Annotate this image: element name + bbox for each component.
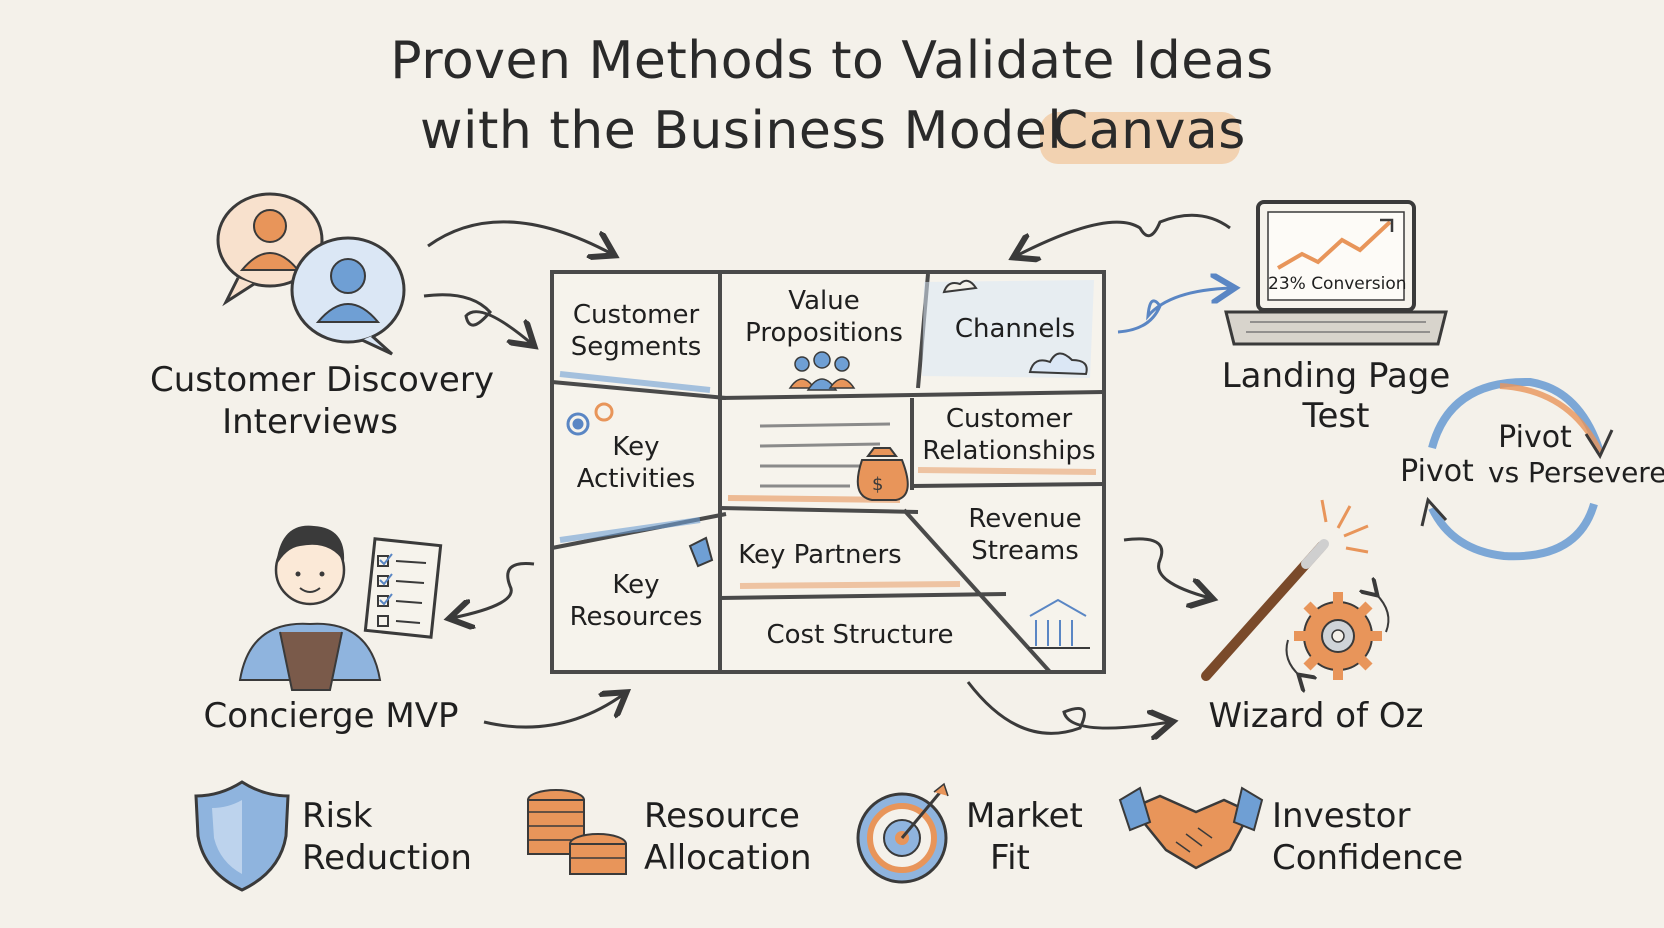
title-line-1: Proven Methods to Validate Ideas xyxy=(390,31,1274,91)
benefit-investor-line-2: Confidence xyxy=(1272,838,1464,878)
interview-bubbles-icon xyxy=(216,192,406,356)
canvas-customer-segments-line-1: Customer xyxy=(572,300,700,330)
canvas-revenue-streams-line-2: Streams xyxy=(971,536,1079,566)
canvas-key-partners: Key Partners xyxy=(738,540,902,570)
concierge-mvp-label: Concierge MVP xyxy=(203,696,459,736)
pivot-cycle-top-arrow xyxy=(1428,377,1604,454)
customer-discovery-label-line-1: Customer Discovery xyxy=(150,360,494,400)
magic-wand-icon xyxy=(1201,499,1369,681)
canvas-channels: Channels xyxy=(954,314,1076,344)
canvas-revenue-streams-line-1: Revenue xyxy=(968,504,1082,534)
canvas-customer-relationships-line-2: Relationships xyxy=(922,436,1096,466)
canvas-key-activities-line-2: Activities xyxy=(576,464,696,494)
pivot-vs-persevere-label: vs Persevere xyxy=(1488,456,1664,489)
pivot-cycle-bottom-arrow xyxy=(1428,502,1598,561)
canvas-key-resources-line-2: Resources xyxy=(569,602,703,632)
concierge-person-icon xyxy=(238,525,382,691)
handshake-icon xyxy=(1118,786,1264,870)
canvas-customer-segments-line-2: Segments xyxy=(570,332,702,362)
building-icon xyxy=(1028,598,1090,649)
canvas-value-propositions-line-2: Propositions xyxy=(745,318,903,348)
benefit-resource-line-2: Allocation xyxy=(644,838,812,878)
benefit-investor-line-1: Investor xyxy=(1272,796,1411,836)
customer-discovery-label-line-2: Interviews xyxy=(222,402,398,442)
canvas-value-propositions-line-1: Value xyxy=(788,286,860,316)
landing-page-conversion-text: 23% Conversion xyxy=(1268,274,1407,294)
benefit-market-line-2: Fit xyxy=(990,838,1030,878)
canvas-customer-relationships-line-1: Customer xyxy=(945,404,1073,434)
arrow-canvas-to-wizard xyxy=(1123,537,1210,598)
arrow-canvas-to-landing xyxy=(1117,288,1232,334)
cloud-small-icon xyxy=(942,279,978,294)
people-group-icon xyxy=(788,351,856,391)
arrow-discovery-to-canvas-top xyxy=(427,220,612,254)
canvas-key-resources-line-1: Key xyxy=(612,570,660,600)
pivot-label-top: Pivot xyxy=(1498,420,1572,455)
arrow-discovery-to-canvas-left xyxy=(423,293,532,344)
landing-page-label-line-2: Test xyxy=(1302,396,1370,436)
arrow-landing-to-canvas-top xyxy=(1016,213,1231,256)
pivot-label-left: Pivot xyxy=(1400,454,1474,489)
shield-icon xyxy=(194,780,290,892)
gears-icon xyxy=(566,402,614,436)
benefit-risk-line-2: Reduction xyxy=(302,838,472,878)
money-bag-icon: $ xyxy=(856,447,909,501)
arrow-concierge-to-canvas xyxy=(483,694,624,729)
benefit-risk-line-1: Risk xyxy=(302,796,373,836)
document-sketch-icon xyxy=(759,422,891,488)
canvas-key-activities-line-1: Key xyxy=(612,432,660,462)
gear-icon xyxy=(1285,592,1390,680)
arrow-canvas-to-wizard-bottom xyxy=(966,681,1170,733)
cloud-icon xyxy=(1028,352,1088,376)
wizard-of-oz-label: Wizard of Oz xyxy=(1208,696,1424,736)
title-line-2-prefix: with the Business Model xyxy=(420,101,1063,161)
laptop-icon xyxy=(1224,200,1448,346)
target-icon xyxy=(856,782,949,884)
svg-text:$: $ xyxy=(872,474,883,495)
checklist-icon xyxy=(363,537,443,639)
benefit-resource-line-1: Resource xyxy=(644,796,800,836)
benefit-market-line-1: Market xyxy=(966,796,1083,836)
coins-icon xyxy=(527,789,627,875)
canvas-cost-structure: Cost Structure xyxy=(766,620,954,650)
landing-page-label-line-1: Landing Page xyxy=(1221,356,1451,396)
arrow-canvas-to-concierge xyxy=(452,561,535,618)
trend-line-icon xyxy=(1276,220,1392,270)
tag-icon xyxy=(688,536,714,568)
title-highlight xyxy=(1040,112,1240,164)
title-line-2-highlight: Canvas xyxy=(1052,101,1246,161)
